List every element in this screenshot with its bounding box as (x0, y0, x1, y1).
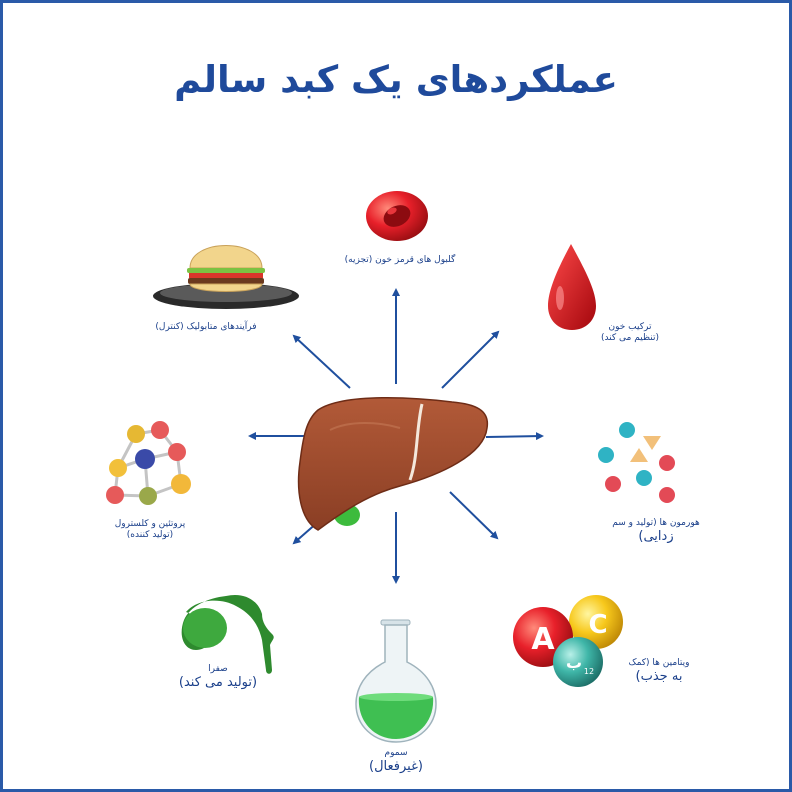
burger-icon (153, 245, 299, 309)
arrow-up-left (292, 334, 351, 389)
vitamins-icon: A C ب 12 (513, 595, 623, 687)
label-toxins: سموم (غیرفعال) (369, 748, 423, 775)
label-hormones: هورمون ها (تولید و سم زدایی) (612, 518, 700, 545)
vitamin-c-letter: C (588, 610, 607, 640)
flask-icon (355, 619, 437, 743)
gallbladder-icon (181, 594, 274, 674)
label-protein-cholesterol: پروتئین و کلسترول (تولید کننده) (114, 519, 186, 541)
red-blood-cell-icon (366, 191, 428, 241)
liver-icon (297, 397, 489, 531)
hormone-molecules-icon (598, 422, 675, 503)
molecule-icon (106, 421, 191, 505)
arrow-down-right (449, 491, 499, 540)
arrow-right (485, 432, 544, 441)
blood-drop-icon (548, 244, 596, 330)
vitamin-a-letter: A (531, 622, 555, 657)
vitamin-b-subscript: 12 (584, 667, 594, 676)
arrow-up-right (441, 330, 500, 389)
label-bile: صفرا (تولید می کند) (178, 664, 258, 691)
vitamin-b-letter: ب (566, 653, 582, 672)
label-blood-composition: ترکیب خون (تنظیم می کند) (600, 322, 660, 344)
label-red-blood-cells: گلبول های قرمز خون (تجزیه) (344, 255, 456, 265)
page-title: عملکردهای یک کبد سالم (174, 58, 618, 101)
label-metabolic: فرآیندهای متابولیک (کنترل) (155, 322, 257, 332)
label-vitamins: ویتامین ها (کمک به جذب) (628, 658, 690, 685)
